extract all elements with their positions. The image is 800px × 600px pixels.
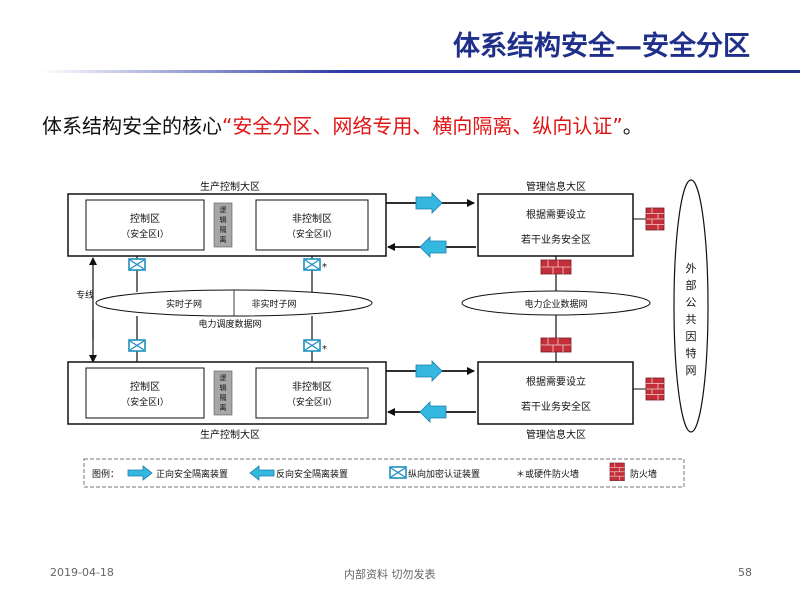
logical-isolation-top [213, 202, 233, 248]
page-number: 58 [738, 566, 752, 579]
subtitle-suffix: 。 [622, 114, 643, 138]
legend-forward: 正向安全隔离装置 [156, 468, 228, 480]
internet-char: 部 [686, 278, 697, 292]
logical-isolation-char: 逻 [220, 205, 227, 214]
vertical-encryption-icon [303, 258, 321, 271]
vertical-encryption-icon [128, 258, 146, 271]
subtitle-prefix: 体系结构安全的核心 [42, 114, 222, 138]
noncontrol-zone-sub: （安全区II） [287, 396, 337, 408]
title-underline [40, 70, 800, 73]
star-mark: * [322, 262, 327, 273]
legend-vertical-icon [389, 466, 407, 479]
vertical-encryption-icon [128, 339, 146, 352]
noncontrol-zone-label: 非控制区 [292, 380, 332, 393]
logical-isolation-bottom [213, 370, 233, 416]
mgmt-zone-line2: 若干业务安全区 [521, 233, 591, 246]
legend-title: 图例： [92, 468, 119, 480]
mgmt-zone-bottom-label: 管理信息大区 [526, 428, 586, 441]
mgmt-zone-line1: 根据需要设立 [526, 208, 586, 221]
forward-isolation-icon [415, 192, 443, 214]
internet-char: 网 [686, 364, 697, 377]
mgmt-zone-top [477, 193, 634, 257]
enterprise-network [461, 290, 651, 316]
footer-note: 内部资料 切勿发表 [344, 568, 436, 581]
internet-char: 共 [686, 313, 697, 326]
dedicated-line-label: 专线 [76, 289, 94, 301]
vertical-encryption-icon [303, 339, 321, 352]
footer-date: 2019-04-18 [50, 566, 114, 579]
legend-reverse: 反向安全隔离装置 [276, 468, 348, 480]
control-zone-label: 控制区 [130, 212, 160, 225]
logical-isolation-char: 离 [220, 235, 227, 244]
realtime-subnet: 实时子网 [166, 298, 202, 310]
noncontrol-zone-top [255, 199, 369, 251]
legend-forward-icon [127, 465, 153, 481]
enterprise-network-label: 电力企业数据网 [524, 298, 587, 310]
mgmt-zone-line2: 若干业务安全区 [521, 400, 591, 413]
subtitle-principles: “安全分区、网络专用、横向隔离、纵向认证” [222, 114, 623, 138]
logical-isolation-char: 隔 [220, 393, 227, 402]
prod-zone-bottom-label: 生产控制大区 [200, 428, 260, 441]
firewall-icon [645, 377, 665, 401]
internet-char: 特 [686, 346, 697, 360]
noncontrol-zone-bottom [255, 367, 369, 419]
legend-hardware-firewall: ＊或硬件防火墙 [516, 468, 579, 480]
control-zone-label: 控制区 [130, 380, 160, 393]
legend-reverse-icon [249, 465, 275, 481]
firewall-icon [645, 207, 665, 231]
logical-isolation-char: 离 [220, 403, 227, 412]
noncontrol-zone-sub: （安全区II） [287, 228, 337, 240]
reverse-isolation-icon [419, 236, 447, 258]
mgmt-zone-top-label: 管理信息大区 [526, 180, 586, 193]
nonrealtime-subnet: 非实时子网 [251, 298, 296, 310]
prod-zone-top-label: 生产控制大区 [200, 180, 260, 193]
mgmt-zone-line1: 根据需要设立 [526, 375, 586, 388]
noncontrol-zone-label: 非控制区 [292, 212, 332, 225]
firewall-icon [540, 337, 572, 353]
dispatch-network-label: 电力调度数据网 [198, 318, 261, 330]
control-zone-bottom [85, 367, 205, 419]
reverse-isolation-icon [419, 401, 447, 423]
control-zone-top [85, 199, 205, 251]
public-internet [673, 179, 709, 433]
logical-isolation-char: 辑 [220, 215, 227, 224]
internet-char: 公 [686, 296, 697, 309]
subtitle: 体系结构安全的核心“安全分区、网络专用、横向隔离、纵向认证”。 [42, 110, 643, 139]
legend-firewall: 防火墙 [630, 468, 657, 480]
logical-isolation-char: 隔 [220, 225, 227, 234]
control-zone-sub: （安全区I） [121, 228, 169, 240]
legend-vertical: 纵向加密认证装置 [408, 468, 480, 480]
internet-char: 外 [686, 262, 697, 275]
logical-isolation-char: 逻 [220, 373, 227, 382]
star-mark: * [322, 344, 327, 355]
firewall-icon [540, 259, 572, 275]
forward-isolation-icon [415, 360, 443, 382]
legend-box [83, 458, 685, 488]
legend-firewall-icon [609, 462, 625, 481]
page-title: 体系结构安全—安全分区 [453, 31, 750, 62]
logical-isolation-char: 辑 [220, 383, 227, 392]
control-zone-sub: （安全区I） [121, 396, 169, 408]
internet-char: 因 [686, 330, 697, 343]
mgmt-zone-bottom [477, 361, 634, 425]
